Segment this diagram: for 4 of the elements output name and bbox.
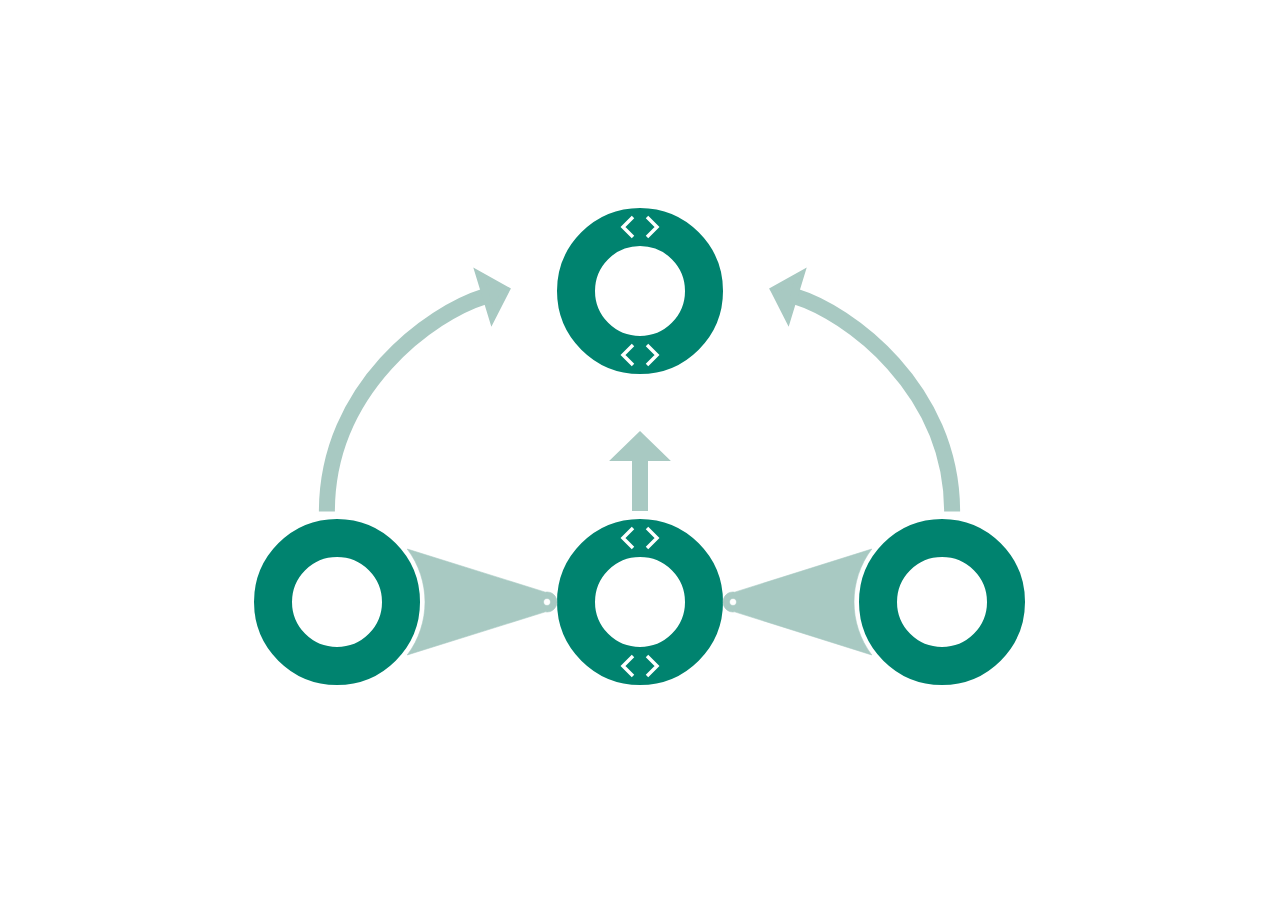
ring — [557, 208, 723, 374]
ring — [557, 519, 723, 685]
ring — [254, 519, 420, 685]
ring — [859, 519, 1025, 685]
